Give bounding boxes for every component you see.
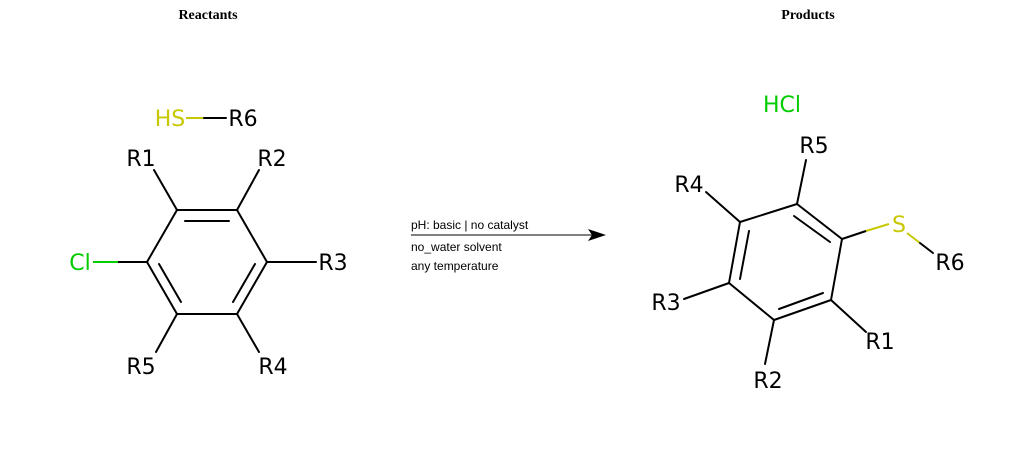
- r4-bond: [705, 191, 741, 223]
- r2-label: R2: [257, 147, 286, 172]
- aromatic-inner-bond: [739, 230, 750, 280]
- ring-bond: [796, 203, 843, 240]
- s-r6-bond-r-half: [919, 242, 934, 254]
- r2-bond: [236, 169, 260, 211]
- aromatic-inner-bond: [232, 263, 256, 303]
- aromatic-inner-bond: [793, 215, 831, 243]
- reaction-arrow-group: pH: basic | no catalyst no_water solvent…: [411, 218, 606, 273]
- r2-bond: [764, 319, 775, 365]
- aromatic-inner-bond: [778, 292, 824, 310]
- ring-bond: [728, 221, 741, 284]
- aryl-thioether-product: S R6 R5 R4 R3 R2 R1: [651, 134, 964, 394]
- product-r4-label: R4: [674, 173, 703, 198]
- condition-ph-catalyst: pH: basic | no catalyst: [411, 218, 529, 232]
- reactants-heading: Reactants: [178, 8, 238, 23]
- product-r1-label: R1: [865, 330, 894, 355]
- r4-label: R4: [258, 355, 287, 380]
- products-heading: Products: [781, 8, 835, 23]
- product-r6-label: R6: [935, 251, 964, 276]
- s-r6-bond-s-half: [906, 232, 921, 244]
- product-r5-label: R5: [799, 134, 828, 159]
- ring-bond: [739, 203, 798, 223]
- r5-label: R5: [126, 355, 155, 380]
- r3-label: R3: [318, 251, 347, 276]
- ring-bond: [773, 299, 832, 321]
- r5-bond: [796, 159, 807, 205]
- ring-bond: [236, 261, 268, 315]
- ring-bond: [236, 209, 268, 263]
- s-label: S: [892, 213, 906, 238]
- s-bond-s-half: [865, 223, 890, 232]
- product-r2-label: R2: [753, 369, 782, 394]
- thiol-reactant: HS R6: [155, 107, 258, 132]
- reaction-arrow-head: [588, 229, 606, 241]
- ring-bond: [830, 238, 843, 301]
- r1-label: R1: [126, 147, 155, 172]
- s-bond-c-half: [841, 230, 867, 240]
- r1-bond: [830, 299, 867, 333]
- condition-solvent: no_water solvent: [411, 240, 502, 254]
- ring-bond: [146, 209, 178, 263]
- aromatic-inner-bond: [158, 263, 182, 303]
- r5-bond: [155, 313, 178, 353]
- r3-bond: [683, 282, 730, 300]
- condition-temperature: any temperature: [411, 259, 499, 273]
- thiol-r6-label: R6: [228, 107, 257, 132]
- r1-bond: [153, 169, 178, 211]
- r4-bond: [236, 313, 260, 353]
- cl-label: Cl: [69, 251, 90, 276]
- aryl-chloride-reactant: Cl R1 R2 R3 R4 R5: [69, 147, 347, 380]
- ring-bond: [728, 282, 775, 321]
- ring-bond: [146, 261, 178, 315]
- hcl-label: HCl: [763, 93, 801, 118]
- hs-label: HS: [155, 107, 186, 132]
- product-r3-label: R3: [651, 291, 680, 316]
